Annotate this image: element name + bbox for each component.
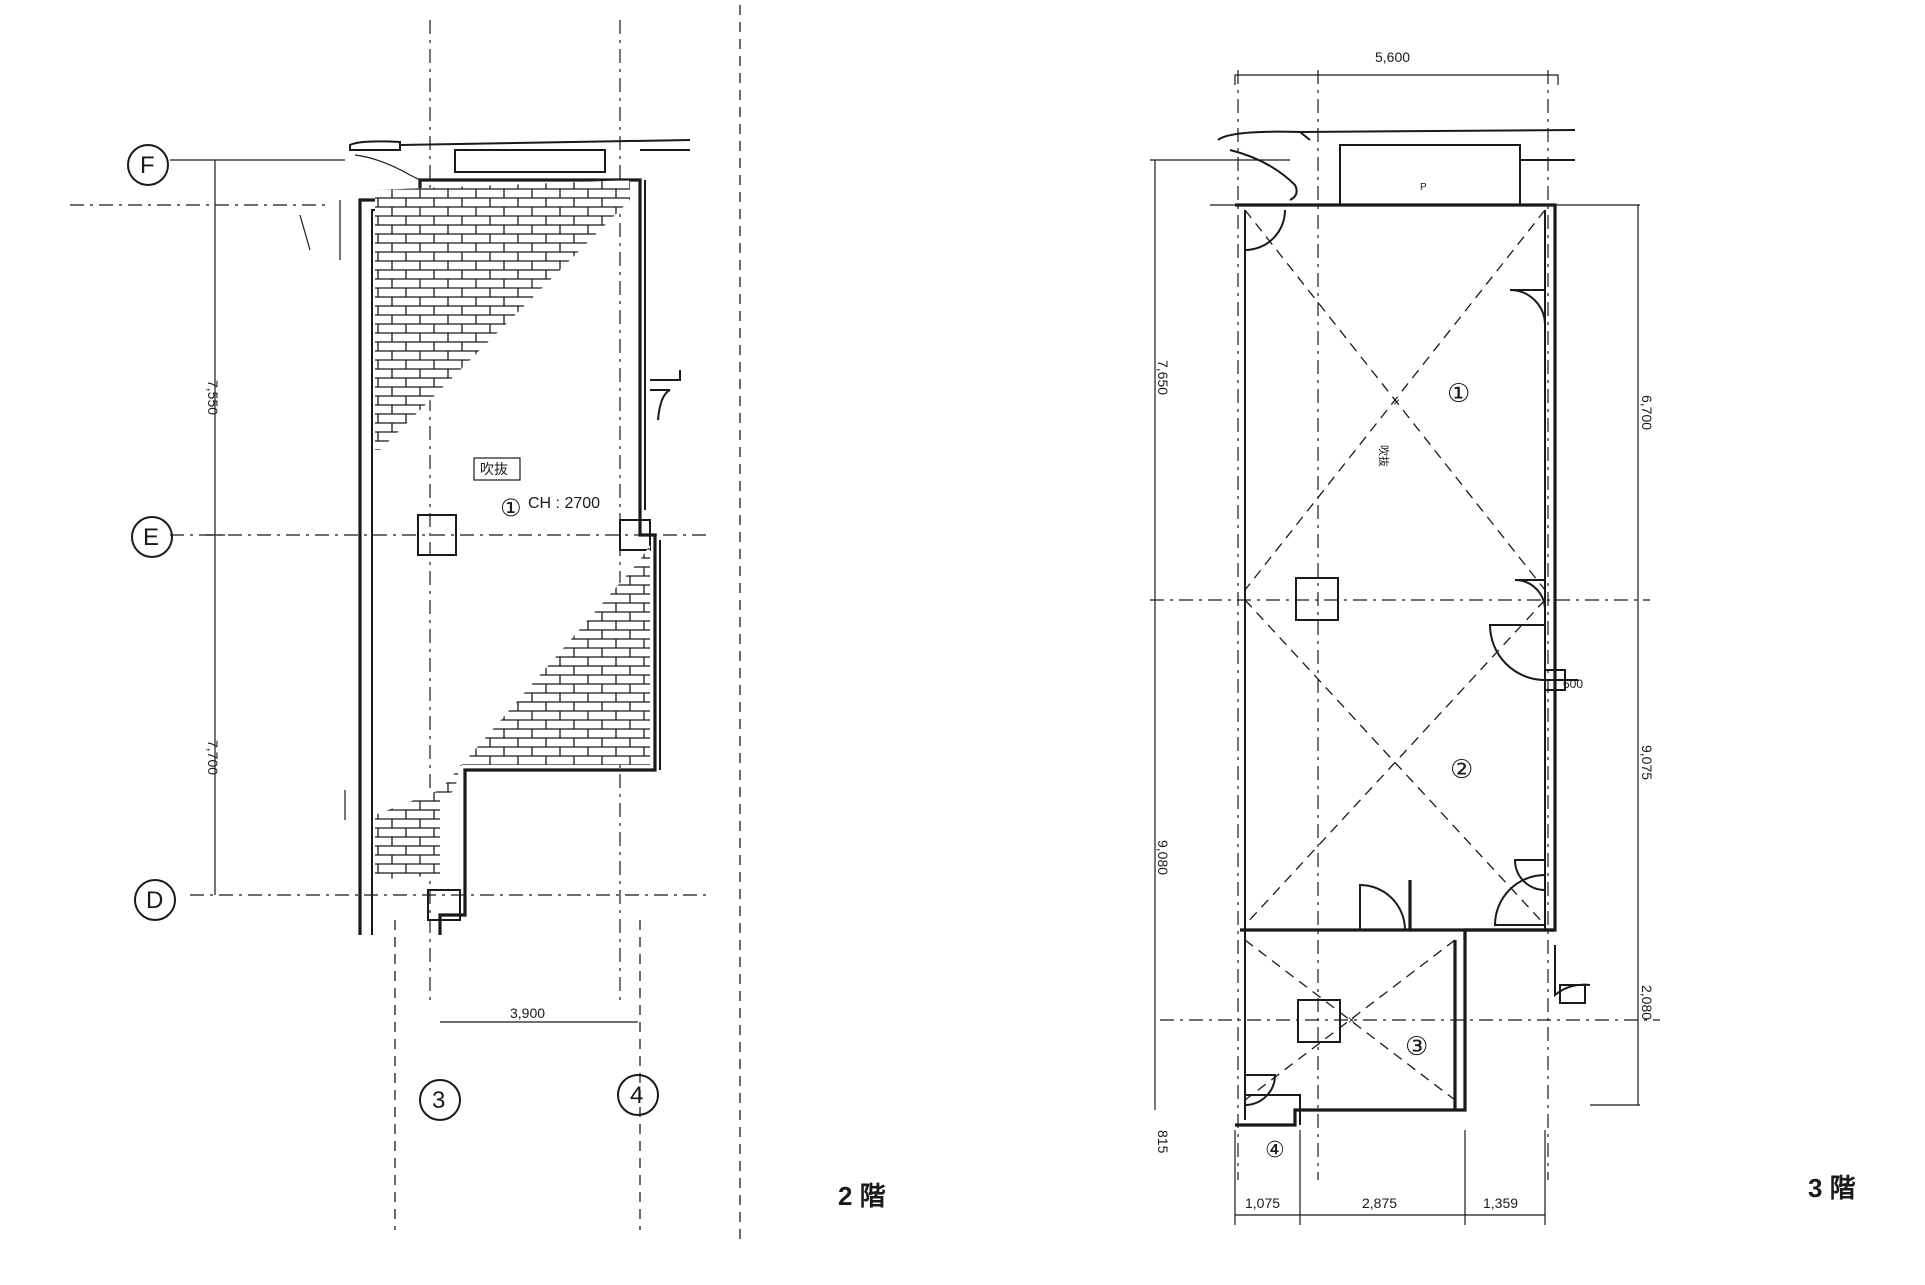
column (417, 514, 457, 556)
cornice-curve (354, 154, 421, 181)
dim-upper: 7,550 (205, 380, 221, 415)
dim-bottom-c: 1,359 (1483, 1195, 1518, 1211)
void-diagonal (1244, 209, 1546, 591)
column (1297, 999, 1341, 1043)
grid-label-d: D (146, 887, 163, 914)
door-swing (1488, 624, 1546, 681)
column-right (619, 519, 651, 551)
stamp-text: 吹抜 (480, 461, 508, 477)
stamp-box (473, 457, 521, 481)
room-no: ① (500, 495, 522, 522)
mark (299, 214, 311, 251)
roof-edge (399, 139, 691, 146)
room-tag: 吹抜 (1377, 445, 1391, 467)
center-x: × (1393, 395, 1400, 409)
balcony (1339, 144, 1521, 205)
floor2-plan: 7,550 7,700 3,900 F E D 3 4 吹抜 ① CH : 27… (70, 5, 886, 1240)
divider-wall (1240, 880, 1412, 932)
center-x: × (1348, 1013, 1355, 1027)
dim-right-mid: 9,075 (1639, 745, 1655, 780)
dim-bottom-left: 815 (1155, 1130, 1171, 1154)
room-3-number: ③ (1405, 1031, 1428, 1061)
room4-wall (1245, 1094, 1301, 1125)
grid-bubble-f (127, 144, 169, 186)
dim-bottom-b: 2,875 (1362, 1195, 1397, 1211)
door-swing (1493, 874, 1546, 926)
floor3-plan: 5,600 7,650 9,080 815 6,700 9,075 2,080 … (1150, 49, 1856, 1225)
dim-lower: 7,700 (205, 740, 221, 775)
cornice (349, 140, 401, 151)
dim-right-upper: 6,700 (1639, 395, 1655, 430)
grid-label-e: E (143, 524, 159, 551)
door-swing (1244, 209, 1286, 252)
dim-bottom-a: 1,075 (1245, 1195, 1280, 1211)
room-1-number: ① (1447, 378, 1470, 408)
grid-label-4: 4 (630, 1082, 643, 1109)
floor3-title: 3 階 (1808, 1173, 1856, 1203)
column (1295, 577, 1339, 621)
dim-right-lower: 2,080 (1639, 985, 1655, 1020)
dim-width: 3,900 (510, 1005, 545, 1021)
exterior-step (1559, 984, 1586, 1004)
tiny-p: P (1420, 182, 1427, 193)
wall-notch (650, 370, 681, 421)
grid-label-3: 3 (432, 1087, 445, 1114)
dim-left-lower: 9,080 (1155, 840, 1171, 875)
dim-left-total: 7,650 (1155, 360, 1171, 395)
door-swing (1359, 883, 1406, 931)
door-swing (1514, 579, 1546, 611)
roof-edge (1299, 129, 1576, 133)
dim-line-top (1234, 74, 1559, 85)
cornice (1217, 130, 1311, 201)
column-bottom (427, 889, 461, 921)
grid-label-f: F (140, 152, 155, 179)
door-swing (1244, 1074, 1277, 1106)
dim-600: 600 (1563, 677, 1583, 691)
room-4-number: ④ (1265, 1137, 1285, 1162)
room-note: CH : 2700 (528, 495, 600, 512)
floor2-title: 2 階 (838, 1181, 886, 1211)
grid-bubble-4 (617, 1074, 659, 1116)
brick-hatch-upper (375, 180, 630, 450)
grid-bubble-d (134, 879, 176, 921)
roof-window (454, 149, 606, 173)
room-2-number: ② (1450, 754, 1473, 784)
door-swing (1554, 945, 1591, 998)
floor3-wall-outline (1235, 203, 1557, 1127)
void-diagonal (1244, 599, 1546, 926)
grid-bubble-e (131, 516, 173, 558)
door-swing (1509, 289, 1546, 326)
grid-bubble-3 (419, 1079, 461, 1121)
dim-top: 5,600 (1375, 49, 1410, 65)
brick-hatch-lower (375, 545, 650, 880)
